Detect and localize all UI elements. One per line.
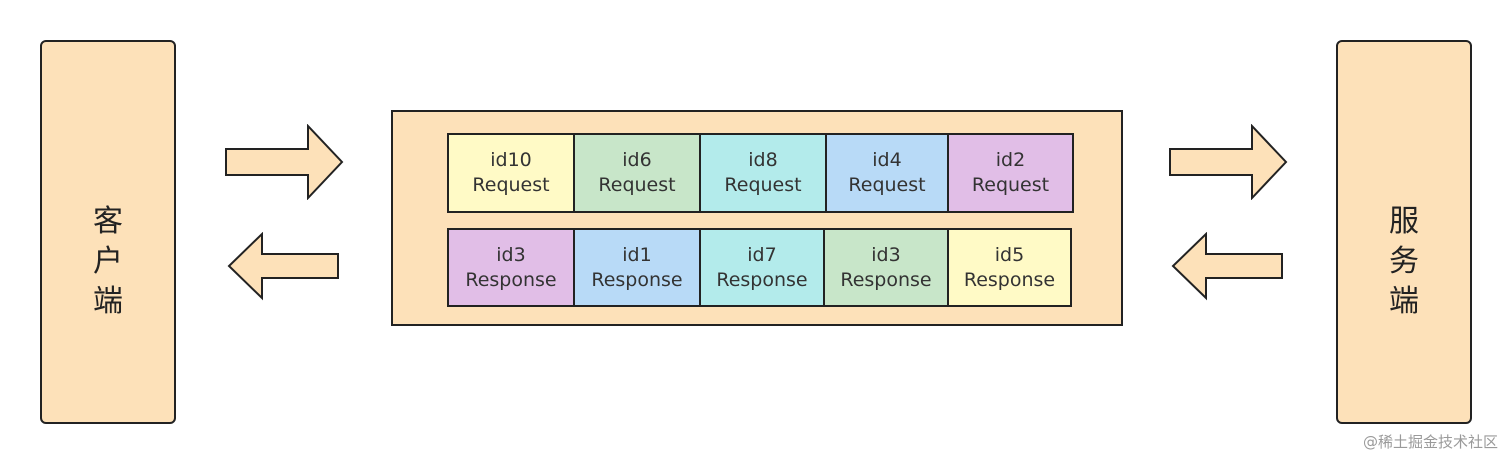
response-label: Response bbox=[591, 268, 683, 291]
server-label: 服 务 端 bbox=[1338, 202, 1470, 322]
request-cell: id10 Request bbox=[449, 135, 575, 211]
request-cell: id4 Request bbox=[827, 135, 949, 211]
request-queue: id10 Request id6 Request id8 Request id4… bbox=[447, 133, 1074, 213]
response-cell: id3 Response bbox=[449, 230, 575, 305]
response-label: Response bbox=[963, 268, 1056, 291]
watermark: @稀土掘金技术社区 bbox=[1362, 433, 1498, 451]
server-char: 服 bbox=[1389, 204, 1419, 239]
request-id: id2 bbox=[995, 149, 1026, 171]
request-label: Request bbox=[598, 174, 676, 196]
client-char: 端 bbox=[93, 284, 123, 319]
response-id: id3 bbox=[496, 243, 526, 266]
response-cell: id7 Response bbox=[701, 230, 825, 305]
request-cell: id2 Request bbox=[949, 135, 1072, 211]
request-cell: id8 Request bbox=[701, 135, 827, 211]
response-queue: id3 Response id1 Response id7 Response i… bbox=[447, 228, 1072, 307]
request-id: id6 bbox=[622, 149, 652, 171]
request-cell: id6 Request bbox=[575, 135, 701, 211]
client-label: 客 户 端 bbox=[42, 202, 174, 322]
request-label: Request bbox=[848, 174, 926, 196]
response-label: Response bbox=[716, 268, 808, 291]
response-label: Response bbox=[465, 268, 557, 291]
server-char: 务 bbox=[1389, 244, 1419, 279]
server-char: 端 bbox=[1389, 284, 1419, 319]
arrow-left-icon bbox=[227, 232, 339, 301]
client-char: 户 bbox=[93, 244, 123, 279]
request-label: Request bbox=[971, 174, 1050, 196]
response-cell: id5 Response bbox=[949, 230, 1070, 305]
response-cell: id3 Response bbox=[825, 230, 949, 305]
response-cell: id1 Response bbox=[575, 230, 701, 305]
request-label: Request bbox=[472, 174, 550, 196]
response-id: id3 bbox=[871, 243, 901, 266]
client-char: 客 bbox=[93, 204, 123, 239]
request-id: id4 bbox=[872, 149, 902, 171]
arrow-right-icon bbox=[225, 124, 344, 200]
request-label: Request bbox=[724, 174, 802, 196]
request-id: id8 bbox=[748, 149, 778, 171]
response-label: Response bbox=[840, 268, 932, 291]
response-id: id5 bbox=[994, 243, 1025, 266]
arrow-right-icon bbox=[1169, 124, 1288, 200]
client-box: 客 户 端 bbox=[40, 40, 176, 424]
response-id: id7 bbox=[747, 243, 777, 266]
response-id: id1 bbox=[622, 243, 652, 266]
request-id: id10 bbox=[490, 149, 532, 171]
arrow-left-icon bbox=[1171, 232, 1283, 301]
server-box: 服 务 端 bbox=[1336, 40, 1472, 424]
